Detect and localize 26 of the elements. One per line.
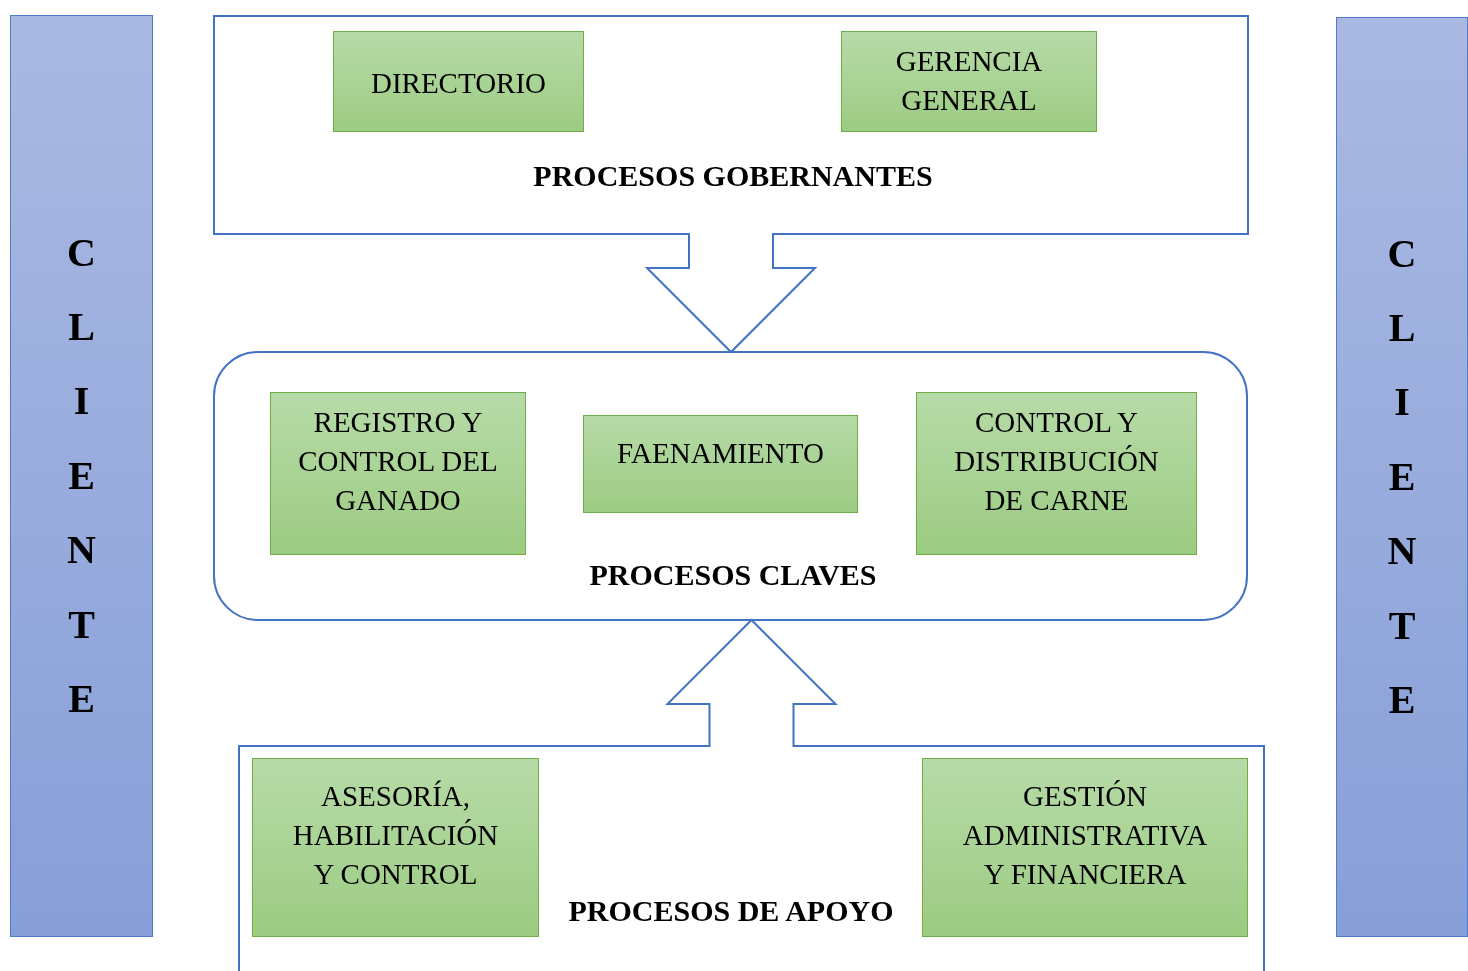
side-band: [10, 15, 153, 937]
group-title: PROCESOS GOBERNANTES: [533, 159, 933, 193]
process-box: [252, 758, 539, 937]
process-box: [583, 415, 858, 513]
vertical-label: CLIENTE: [1386, 229, 1418, 724]
process-box: [916, 392, 1197, 555]
process-group-box: [213, 351, 1248, 621]
process-label: DIRECTORIO: [369, 66, 548, 101]
process-label: FAENAMIENTO: [616, 436, 825, 471]
side-band: [1336, 17, 1468, 937]
process-label: GERENCIA GENERAL: [894, 44, 1044, 118]
vertical-label: CLIENTE: [66, 228, 97, 723]
process-label: ASESORÍA, HABILITACIÓN Y CONTROL: [291, 779, 500, 892]
group-title: PROCESOS DE APOYO: [568, 894, 894, 928]
group-title: PROCESOS CLAVES: [589, 558, 877, 592]
process-group-box: [238, 745, 1265, 971]
process-box: [922, 758, 1248, 937]
process-group-box: [213, 15, 1249, 235]
process-box: [333, 31, 584, 132]
process-label: CONTROL Y DISTRIBUCIÓN DE CARNE: [953, 405, 1160, 518]
block-arrow: [644, 232, 818, 354]
process-box: [270, 392, 526, 555]
block-arrow: [665, 618, 838, 748]
process-label: REGISTRO Y CONTROL DEL GANADO: [297, 405, 499, 518]
process-label: GESTIÓN ADMINISTRATIVA Y FINANCIERA: [961, 779, 1209, 892]
process-box: [841, 31, 1097, 132]
